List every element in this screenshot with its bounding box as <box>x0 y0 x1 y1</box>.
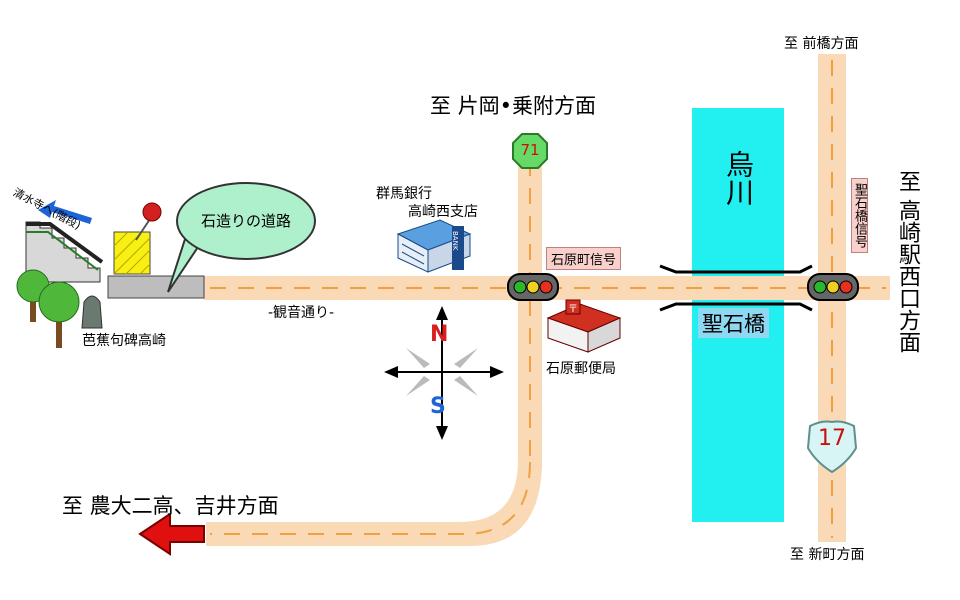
compass-north-label: N <box>430 322 449 347</box>
bridge-label: 聖石橋 <box>698 308 769 338</box>
post-office-label: 石原郵便局 <box>546 361 616 377</box>
stone-road-block <box>107 275 205 299</box>
post-office-icon: 〒 <box>546 299 622 353</box>
route17-label: 17 <box>818 426 846 451</box>
bank-branch-label: 高崎西支店 <box>408 204 478 220</box>
direction-maebashi-label: 至 前橋方面 <box>784 36 859 52</box>
compass-south-label: S <box>430 394 446 419</box>
route17-shield-icon <box>806 420 858 474</box>
trees-icon <box>16 269 80 348</box>
location-pin-icon <box>135 202 162 241</box>
curve-road <box>206 460 542 546</box>
bank-sign-label: BANK <box>451 231 459 251</box>
basho-monument-label: 芭蕉句碑高崎 <box>82 333 166 349</box>
river-label: 烏川 <box>722 150 755 206</box>
direction-north-label: 至 片岡•乗附方面 <box>430 94 597 118</box>
stairs-icon <box>25 221 104 283</box>
bank-name-label: 群馬銀行 <box>376 186 432 202</box>
svg-text:〒: 〒 <box>568 304 578 315</box>
traffic-signal-ishihara <box>507 273 559 301</box>
road-name-label: -観音通り- <box>268 305 335 321</box>
direction-shinmachi-label: 至 新町方面 <box>790 547 865 563</box>
bridge-rails <box>659 264 813 312</box>
southwest-direction-arrow-icon <box>138 512 205 556</box>
stone-road-bubble: 石造りの道路 <box>176 182 316 260</box>
compass-icon <box>384 306 504 440</box>
basho-monument-icon <box>81 295 103 329</box>
route71-label: 71 <box>520 141 540 159</box>
stone-road-label: 石造りの道路 <box>200 212 291 230</box>
signal-seisekibashi-label: 聖石橋信号 <box>851 178 868 253</box>
bank-icon <box>396 219 472 273</box>
direction-southwest-label: 至 農大二高、吉井方面 <box>62 494 279 518</box>
shimizu-direction-arrow-icon <box>38 200 92 224</box>
traffic-signal-seisekibashi <box>807 273 859 301</box>
route71-shield-icon <box>512 133 548 169</box>
direction-takasaki-label: 至 高崎駅西口方面 <box>895 170 920 353</box>
hatched-lot <box>113 231 151 275</box>
signal-ishihara-label: 石原町信号 <box>546 247 622 270</box>
